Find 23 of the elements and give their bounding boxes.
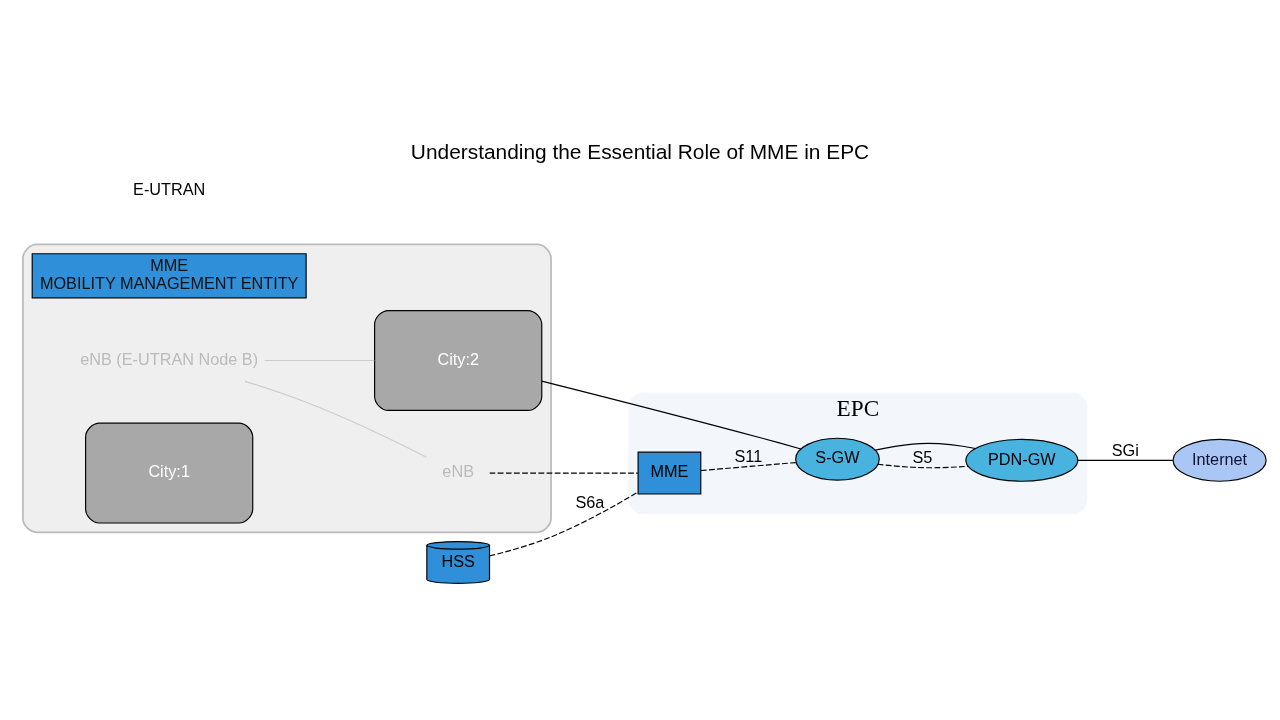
node-ellipse: PDN-GW xyxy=(965,438,1079,482)
connector xyxy=(489,472,639,474)
node-box: MME MOBILITY MANAGEMENT ENTITY xyxy=(31,252,307,298)
edge-label: S6a xyxy=(575,492,605,511)
edge-label: S5 xyxy=(912,447,933,466)
connector xyxy=(700,461,797,471)
connector xyxy=(874,442,977,451)
node-box: MME xyxy=(637,451,702,495)
node-box: City:2 xyxy=(374,309,543,411)
cluster xyxy=(22,243,552,533)
diagram-title: Understanding the Essential Role of MME in EPC xyxy=(410,139,870,163)
node-box: City:1 xyxy=(85,422,254,524)
edge-label: SGi xyxy=(1111,440,1139,459)
label: E-UTRAN xyxy=(133,179,206,198)
node-ellipse: S-GW xyxy=(795,437,880,481)
connector xyxy=(244,380,427,458)
node-ellipse: Internet xyxy=(1172,438,1267,482)
edge-label: S11 xyxy=(734,446,763,465)
connector xyxy=(264,359,375,361)
connector xyxy=(489,491,639,556)
connector xyxy=(877,463,969,468)
connector xyxy=(1077,459,1174,461)
connector xyxy=(541,380,802,450)
